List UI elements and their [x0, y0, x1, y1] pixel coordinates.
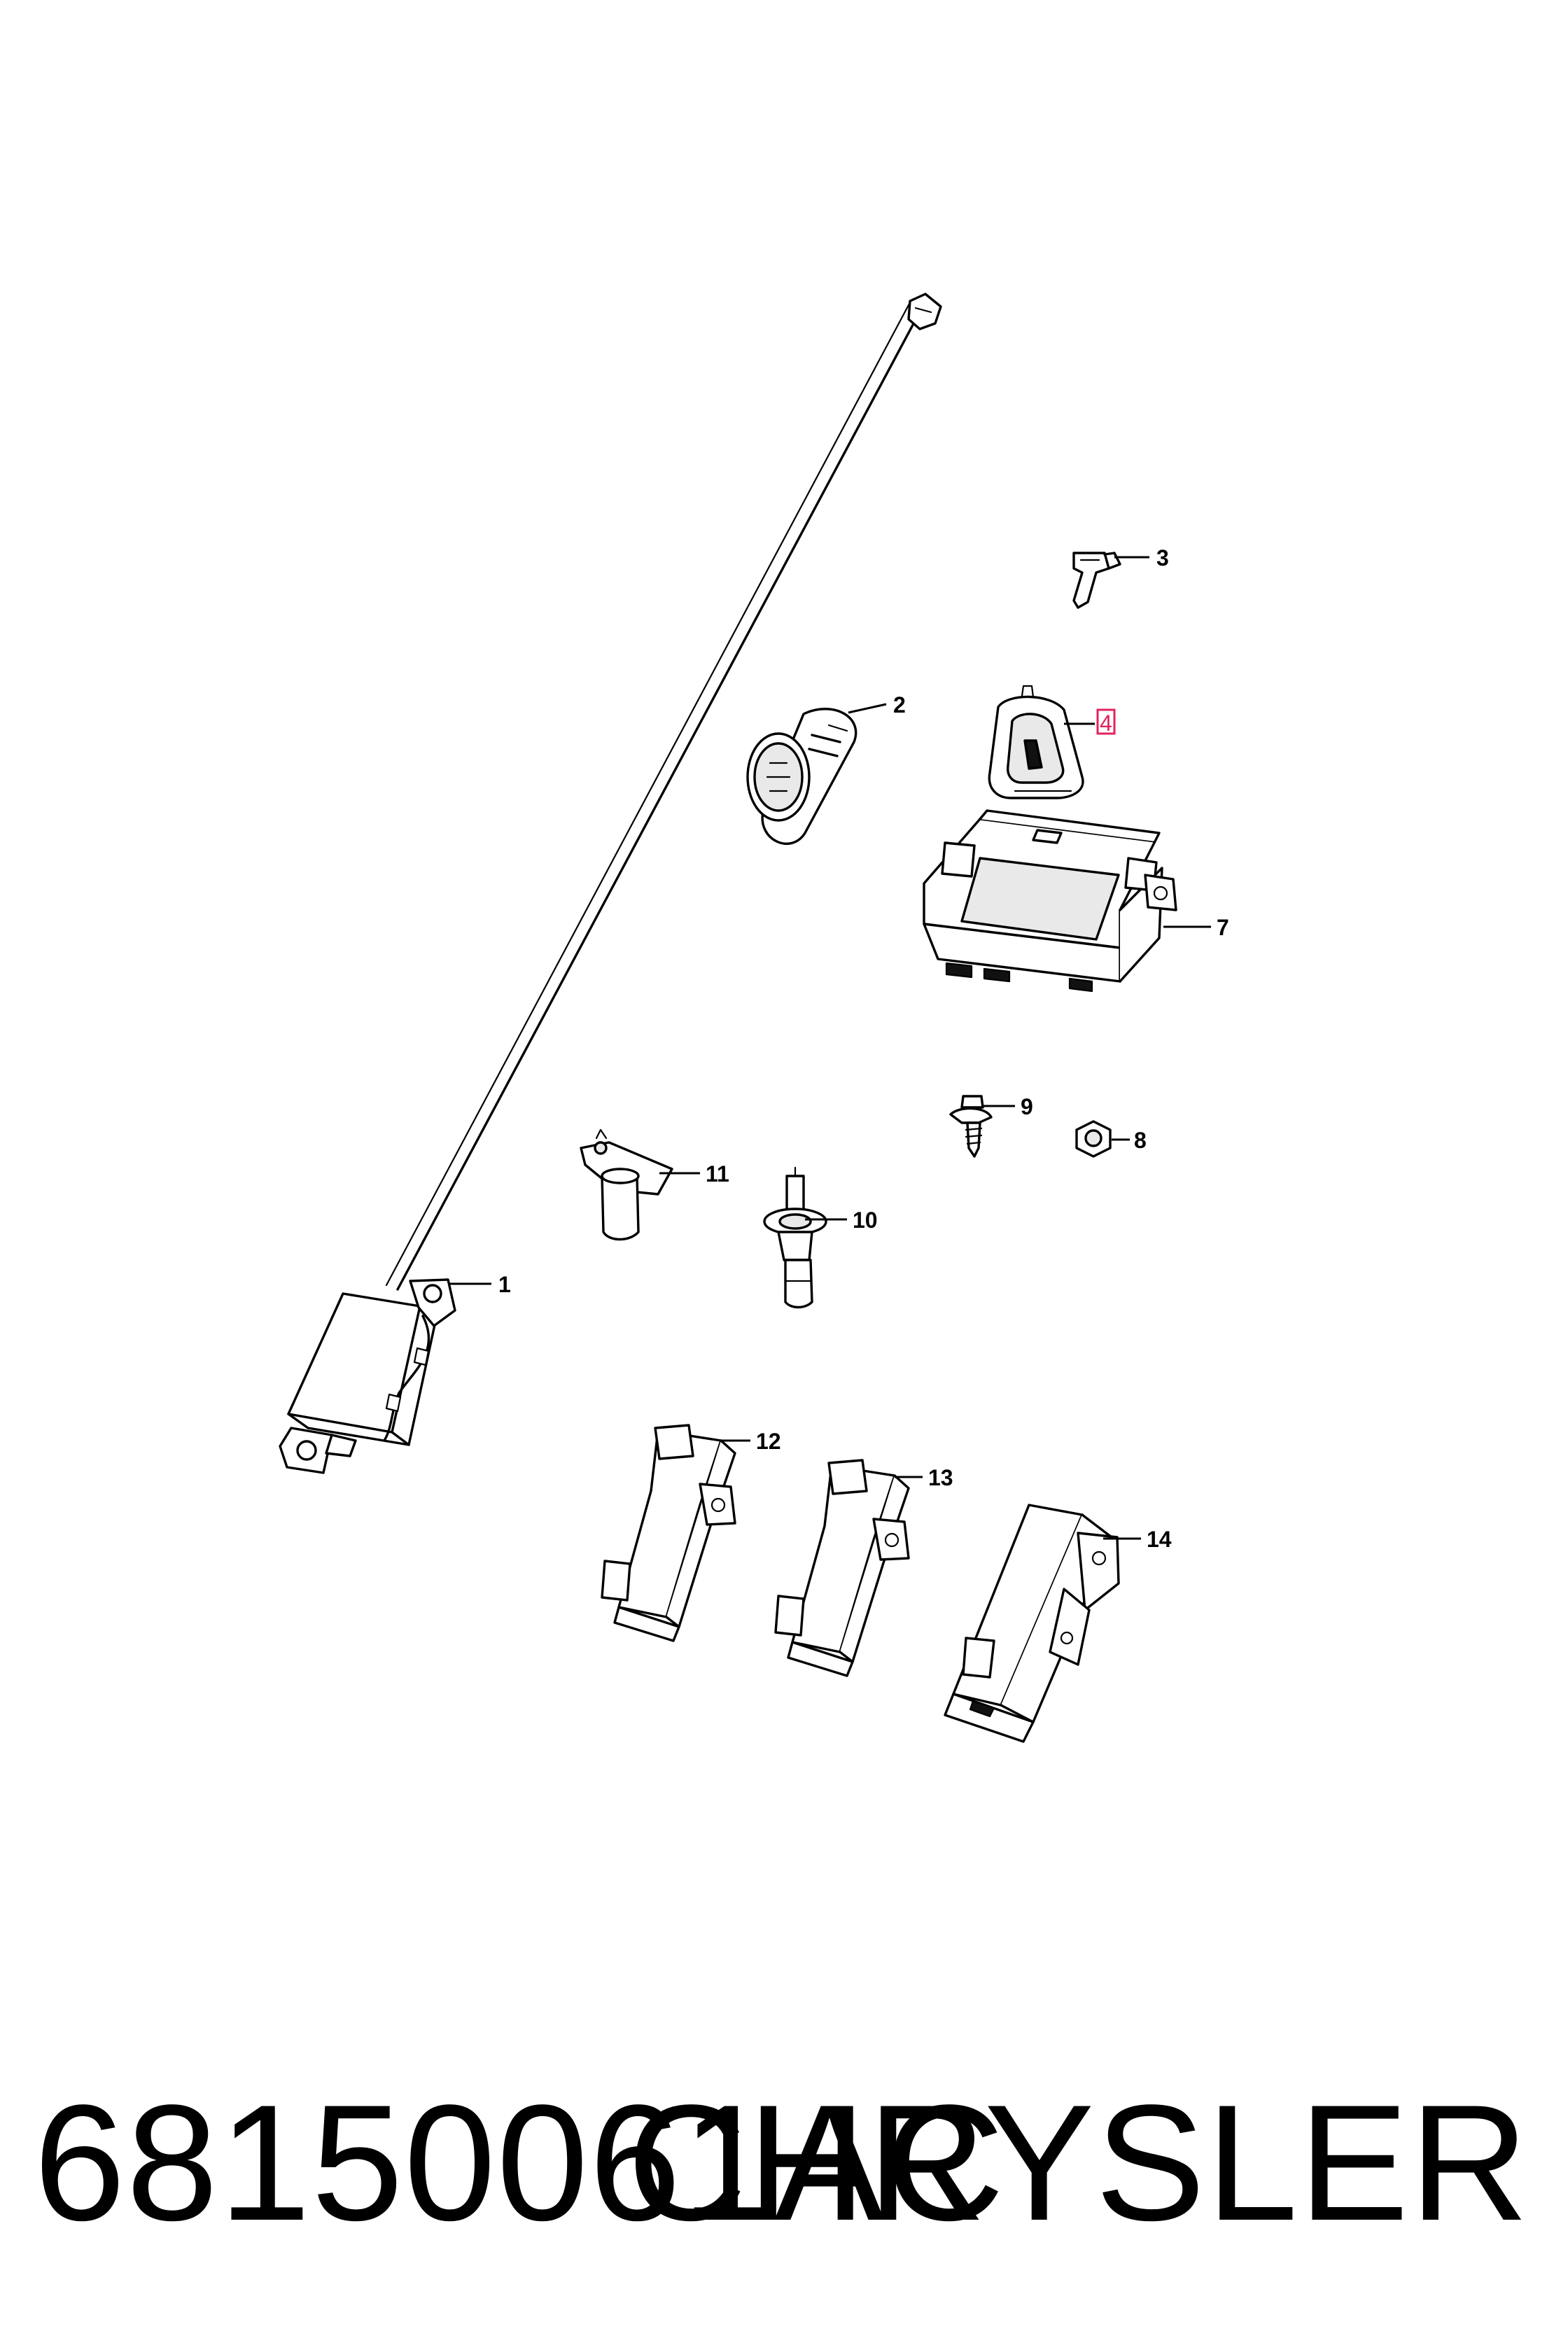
callout-2[interactable]: 2 — [893, 692, 906, 718]
part-13-antenna-bar[interactable] — [774, 1459, 910, 1677]
part-number: 68150061AC — [34, 2071, 1005, 2255]
callout-3[interactable]: 3 — [1156, 545, 1169, 570]
callout-1[interactable]: 1 — [498, 1272, 511, 1297]
part-2-lock-cylinder[interactable] — [746, 708, 858, 846]
callout-4-highlight — [1096, 708, 1116, 735]
callout-13[interactable]: 13 — [928, 1465, 953, 1490]
part-14-antenna-bar[interactable] — [944, 1504, 1120, 1743]
leader-lines — [448, 556, 1211, 1540]
part-11-bracket[interactable] — [580, 1128, 673, 1241]
part-9-screw[interactable] — [949, 1095, 993, 1158]
part-3-key-blade[interactable] — [1072, 552, 1121, 609]
part-7-control-module[interactable] — [923, 809, 1177, 993]
callout-11[interactable]: 11 — [706, 1161, 729, 1186]
footer: 68150061AC CHRYSLER — [0, 2072, 1568, 2254]
callout-12[interactable]: 12 — [756, 1429, 781, 1454]
brand-name: CHRYSLER — [627, 2071, 1530, 2255]
part-12-antenna-bar[interactable] — [601, 1424, 736, 1642]
callout-9[interactable]: 9 — [1021, 1094, 1033, 1119]
callout-10[interactable]: 10 — [853, 1208, 878, 1233]
part-1-antenna-module[interactable] — [279, 293, 942, 1474]
part-8-nut[interactable] — [1075, 1120, 1112, 1158]
part-4-key-fob[interactable] — [988, 685, 1084, 799]
callout-7[interactable]: 7 — [1217, 915, 1229, 940]
callout-4[interactable]: 4 — [1100, 710, 1112, 736]
callout-labels: 1 2 3 4 7 8 9 10 11 12 13 14 — [498, 545, 1229, 1552]
callout-8[interactable]: 8 — [1134, 1128, 1147, 1153]
part-10-sensor[interactable] — [763, 1166, 827, 1309]
callout-14[interactable]: 14 — [1147, 1527, 1172, 1552]
